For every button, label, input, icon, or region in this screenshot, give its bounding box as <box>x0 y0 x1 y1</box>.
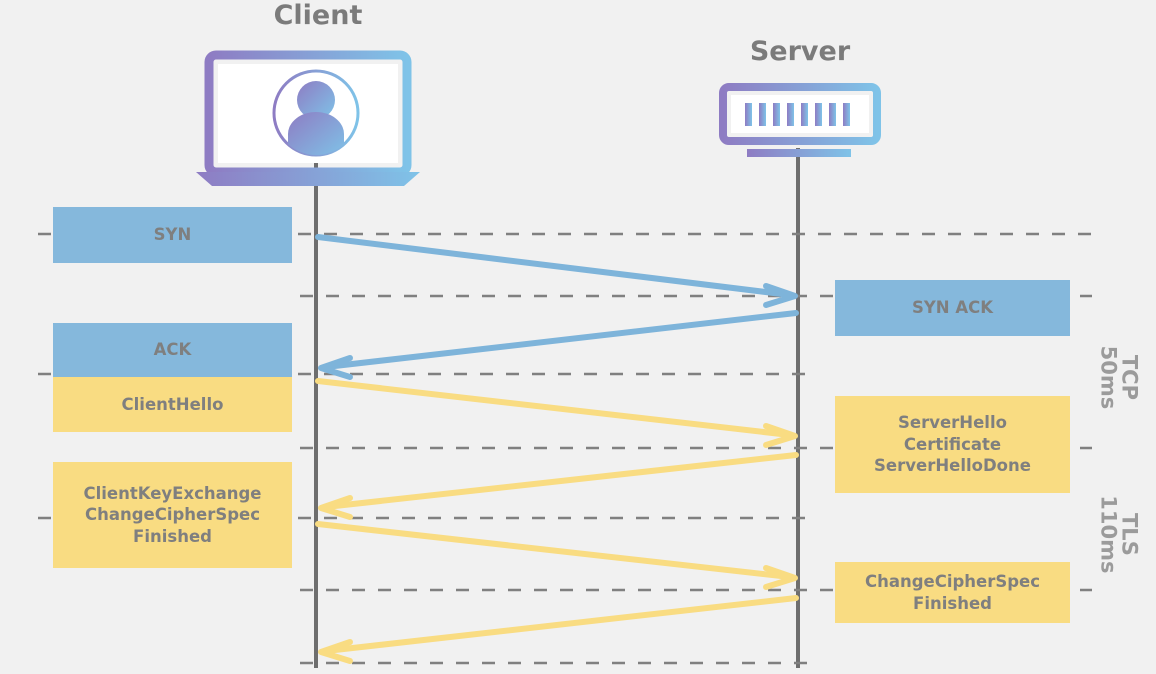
laptop-user-icon <box>196 50 420 186</box>
phase-label-tls: TLS 110ms <box>1096 474 1142 594</box>
message-box-client-hello[interactable]: ClientHello <box>53 377 292 432</box>
server-rack-icon <box>719 83 881 157</box>
message-label-ack: ACK <box>153 340 192 360</box>
message-label-syn: SYN <box>153 225 192 245</box>
line-server-hello: ServerHello <box>898 413 1007 433</box>
arrow-client-key-exchange <box>315 521 798 590</box>
phase-label-tcp-protocol: TCP <box>1117 354 1142 400</box>
line-change-cipher-spec: ChangeCipherSpec <box>84 505 261 525</box>
message-label-client-key-exchange: ClientKeyExchange ChangeCipherSpec Finis… <box>59 483 286 547</box>
phase-label-tls-protocol: TLS <box>1117 512 1142 556</box>
arrow-client-hello <box>315 378 798 448</box>
line-finished: Finished <box>133 526 212 546</box>
line-server-finished: Finished <box>913 593 992 613</box>
phase-label-tls-duration: 110ms <box>1096 495 1120 574</box>
line-server-hello-done: ServerHelloDone <box>874 456 1031 476</box>
arrow-server-hello <box>318 452 799 520</box>
message-box-server-change-cipher-spec[interactable]: ChangeCipherSpec Finished <box>835 562 1070 623</box>
message-box-client-key-exchange[interactable]: ClientKeyExchange ChangeCipherSpec Finis… <box>53 462 292 568</box>
arrow-server-finished <box>318 595 799 664</box>
line-certificate: Certificate <box>903 434 1002 454</box>
message-label-client-hello: ClientHello <box>121 394 224 414</box>
message-box-ack[interactable]: ACK <box>53 323 292 377</box>
message-label-server-change-cipher-spec: ChangeCipherSpec Finished <box>841 571 1064 614</box>
message-box-server-hello[interactable]: ServerHello Certificate ServerHelloDone <box>835 396 1070 493</box>
message-label-syn-ack: SYN ACK <box>911 298 994 318</box>
client-title: Client <box>273 0 363 31</box>
server-title: Server <box>749 36 851 67</box>
arrow-syn-ack <box>318 310 799 380</box>
phase-label-tcp: TCP 50ms <box>1096 317 1142 437</box>
message-arrows-group <box>315 234 799 664</box>
message-box-syn[interactable]: SYN <box>53 207 292 263</box>
message-box-syn-ack[interactable]: SYN ACK <box>835 280 1070 336</box>
line-client-key-exchange: ClientKeyExchange <box>83 483 262 503</box>
phase-label-tcp-duration: 50ms <box>1096 345 1120 410</box>
line-server-change-cipher-spec: ChangeCipherSpec <box>864 572 1041 592</box>
message-label-server-hello: ServerHello Certificate ServerHelloDone <box>841 412 1064 476</box>
arrow-syn <box>315 234 798 308</box>
